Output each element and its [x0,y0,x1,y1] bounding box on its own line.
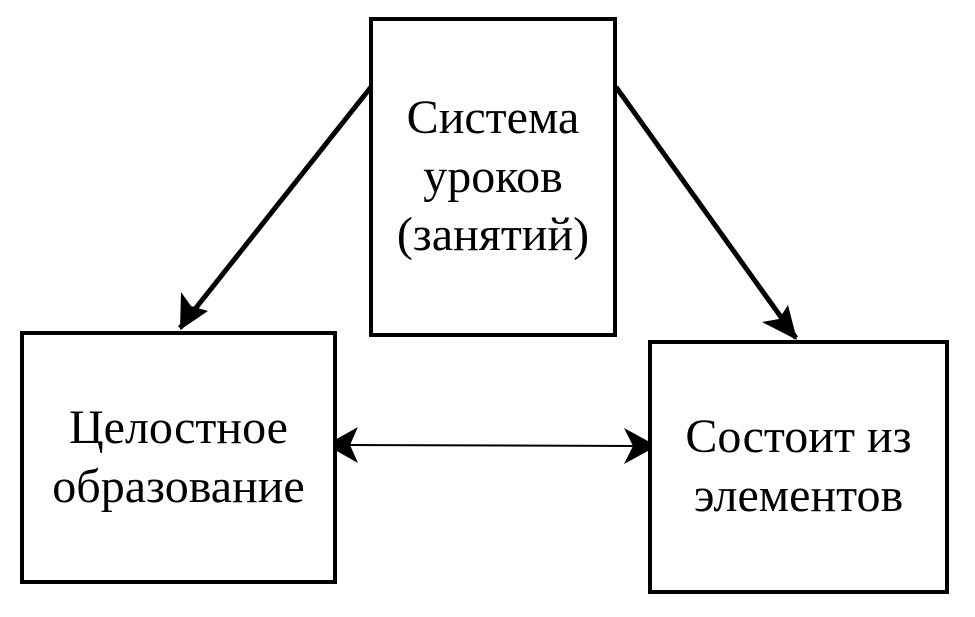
arrowhead-whole [180,292,208,330]
elements-box-line-2: элементов [693,469,904,522]
integral-formation-box: Целостное образование [20,331,337,584]
arrowhead-right [624,428,657,464]
arrowhead-left [326,427,358,463]
consists-of-elements-box: Состоит из элементов [648,340,949,594]
whole-box-line-1: Целостное [69,400,288,454]
arrow-system-to-whole [178,85,373,330]
whole-box-line-2: образование [52,459,305,513]
arrowhead-elements [762,305,797,340]
arrow-whole-elements-bidirectional [326,427,657,464]
arrow-system-to-elements [613,85,799,340]
system-of-lessons-box: Система уроков (занятий) [369,17,617,337]
system-box-line-1: Система [406,91,580,145]
system-box-line-2: уроков [423,149,563,203]
system-box-line-3: (занятий) [396,208,590,262]
elements-box-line-1: Состоит из [685,410,912,464]
